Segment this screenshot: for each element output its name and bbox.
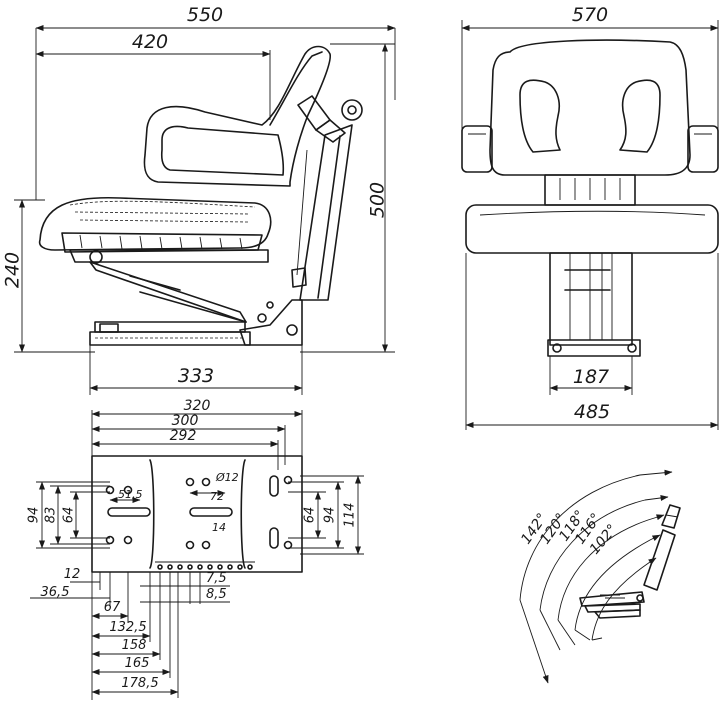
dim-front-suspension-width: 187 [573,366,609,388]
mounting-plate [91,455,303,573]
dim-side-overall-height: 500 [367,182,389,218]
dim-plate-slot-8-5: 8,5 [206,587,227,602]
dim-plate-offset-36-5: 36,5 [41,585,70,600]
dim-plate-width-292: 292 [170,428,197,444]
dim-plate-right-114: 114 [343,503,358,528]
side-view-dimensions: 550 420 500 240 333 [2,4,396,395]
backrest-angle-diagram: 142° 120° 118° 116° 102° [518,469,681,684]
dim-plate-offset-178-5: 178,5 [121,676,158,691]
front-view-dimensions: 570 187 485 [461,4,719,430]
dim-plate-left-64: 64 [62,507,77,524]
dim-plate-offset-67: 67 [104,600,121,615]
dim-plate-spacing-51-5: 51,5 [118,488,143,501]
dim-front-seat-width: 485 [574,401,610,423]
dim-plate-offset-158: 158 [122,638,147,653]
dim-side-overall-width: 550 [187,4,223,26]
dim-plate-slot-7-5: 7,5 [206,571,227,586]
dim-plate-spacing-72: 72 [210,490,224,503]
front-view [461,39,719,357]
dim-plate-hole-diameter: Ø12 [215,471,239,484]
dim-front-overall-width: 570 [572,4,608,26]
mounting-plate-dimensions: 320 300 292 Ø12 72 14 51,5 94 83 64 64 9… [27,398,364,700]
dim-plate-right-94: 94 [323,507,338,524]
dim-plate-offset-12: 12 [64,567,81,582]
dim-side-seat-height: 240 [2,252,24,288]
dim-plate-left-83: 83 [44,507,59,524]
dim-plate-offset-165: 165 [125,656,150,671]
dim-plate-offset-132-5: 132,5 [109,620,146,635]
dim-plate-left-94: 94 [27,507,42,524]
dim-side-backrest-depth: 420 [132,31,168,53]
dim-side-base-length: 333 [178,365,214,387]
side-view [38,45,363,346]
dim-plate-width-300: 300 [172,413,199,429]
dim-plate-right-64: 64 [303,507,318,524]
dim-plate-width-320: 320 [184,398,211,414]
dim-plate-spacing-14: 14 [212,521,226,534]
